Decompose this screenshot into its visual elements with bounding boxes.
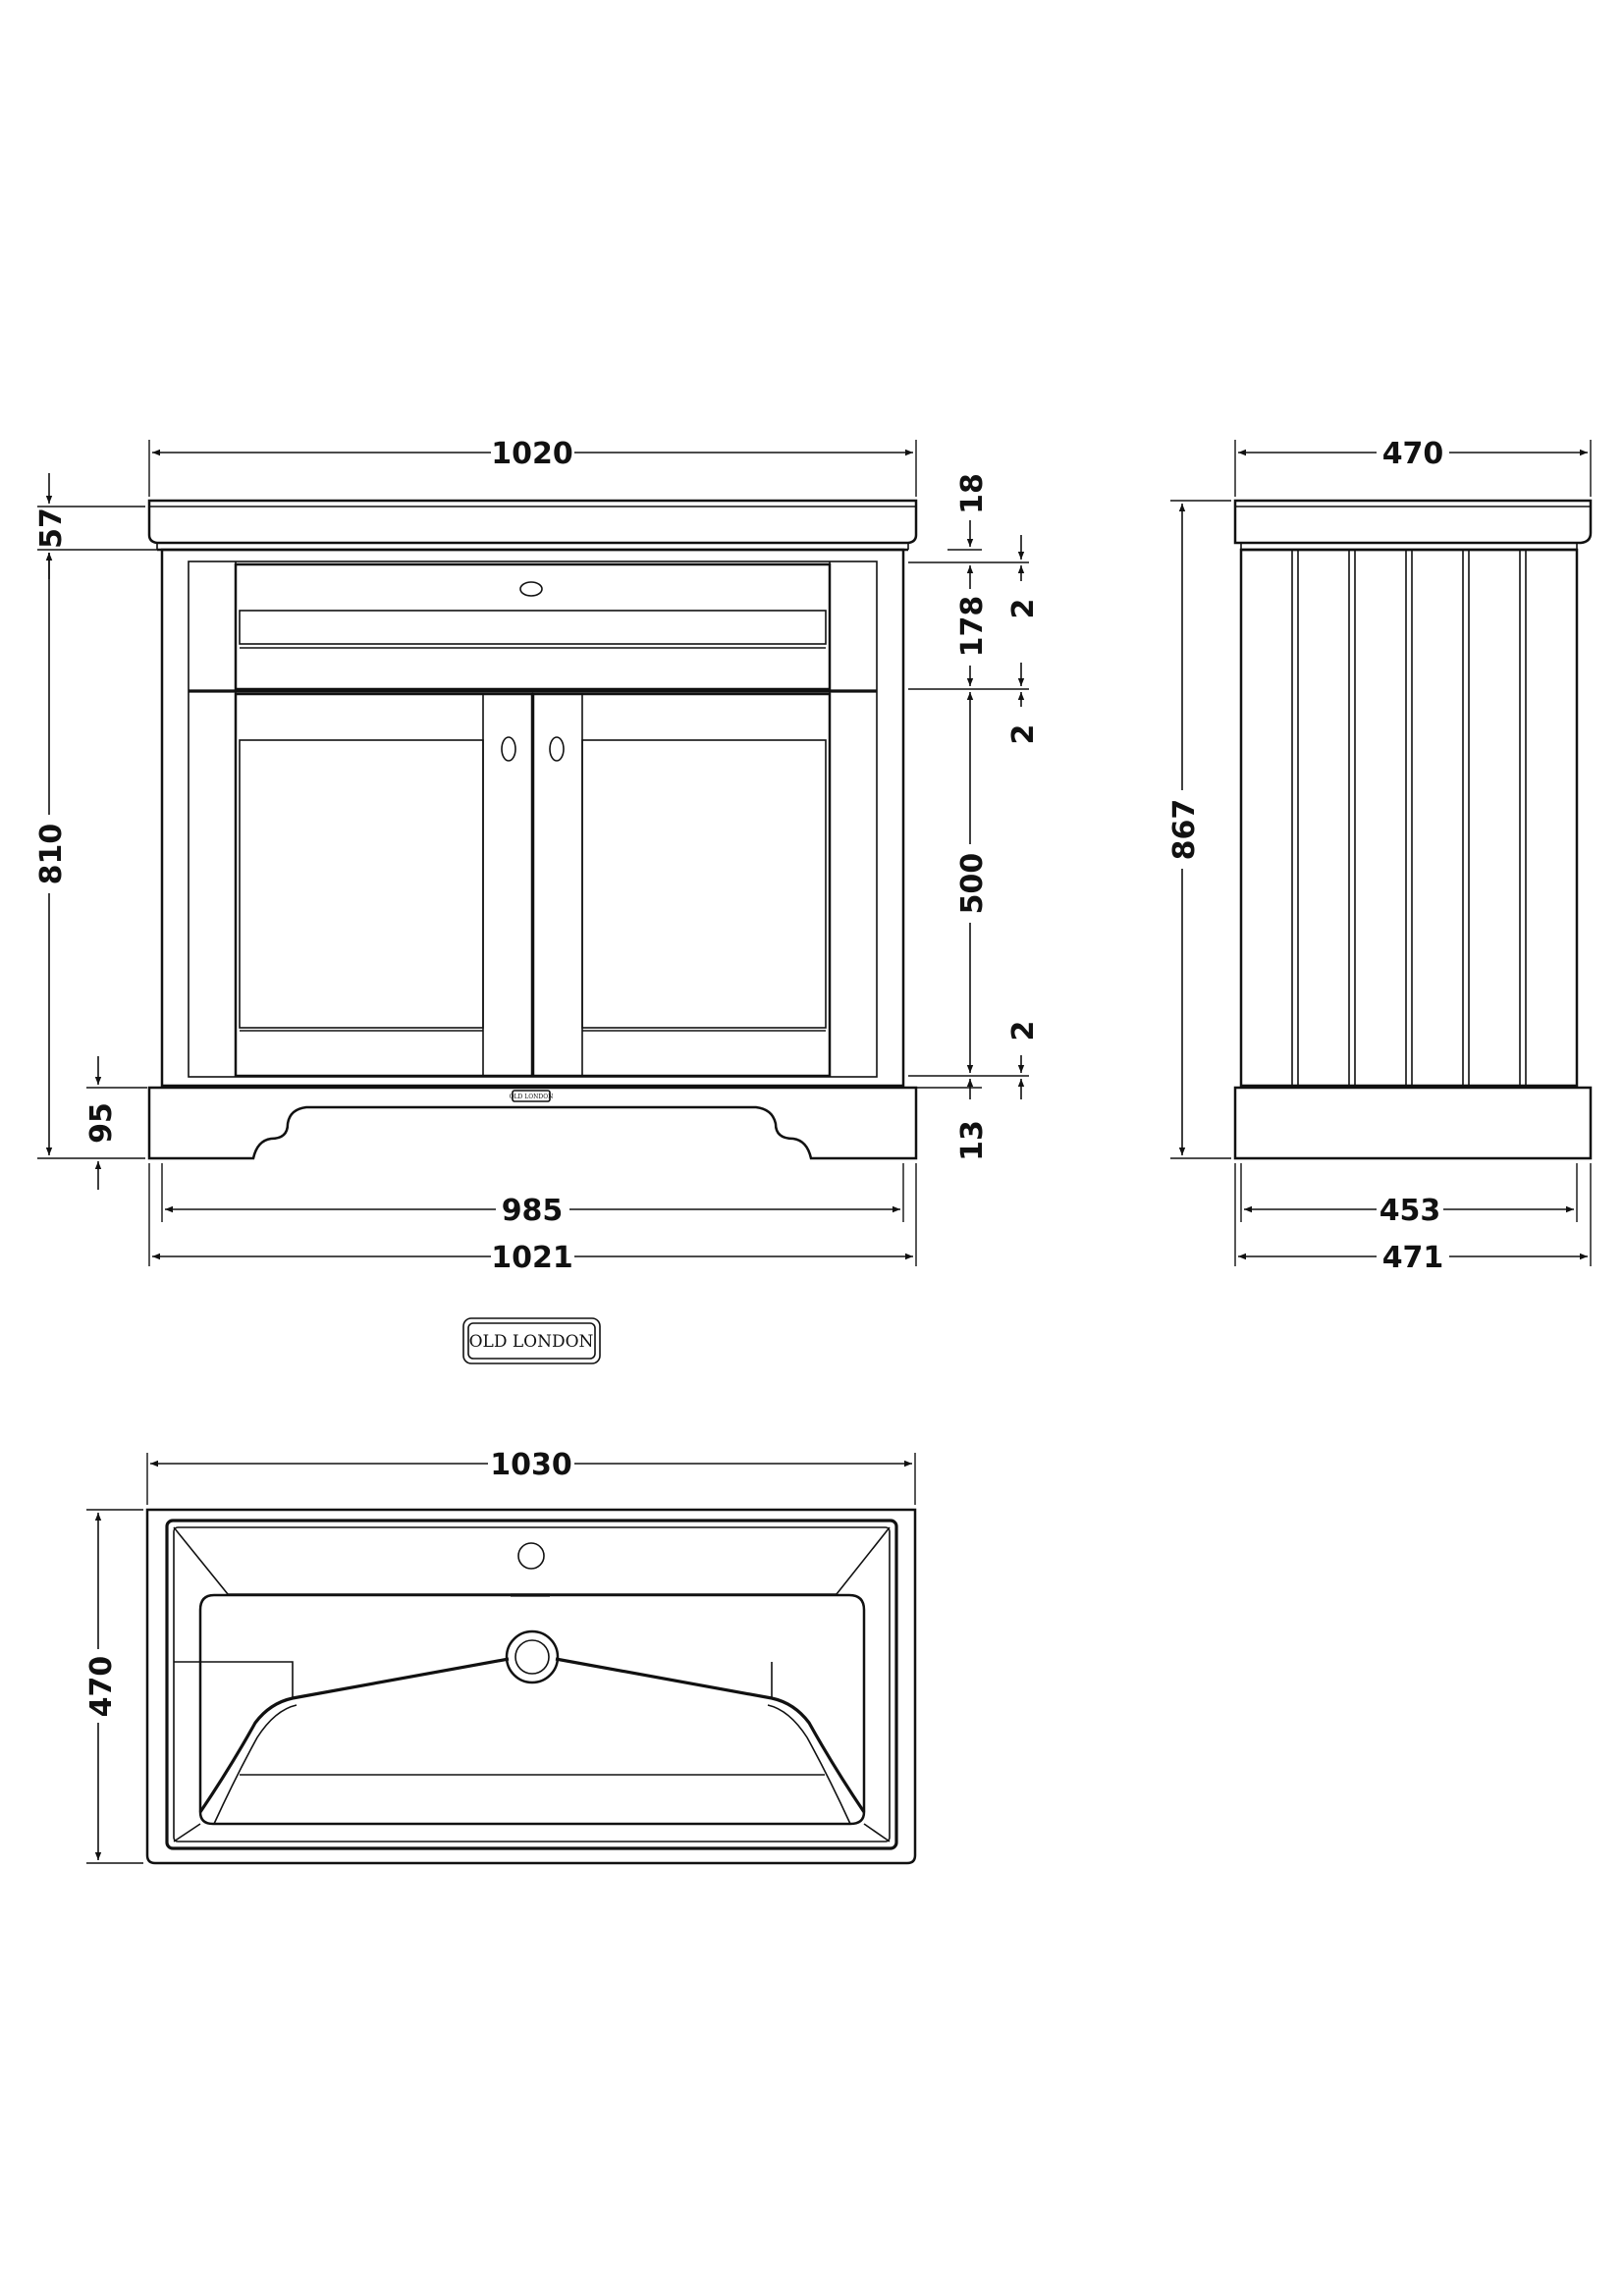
waste-inner-icon [514,1639,550,1675]
front-drawer-rail [239,610,827,645]
front-door-right-panel [581,739,827,1029]
basin-section-line [174,1661,294,1698]
front-door-right [531,692,832,1078]
front-door-left [234,692,534,1078]
dim-front-gap-a: 2 [1006,599,1041,619]
basin-rim [165,1519,898,1850]
basin-rim-inner [173,1526,891,1842]
side-view: 470 867 453 471 [1167,437,1593,1275]
side-basin-top [1233,499,1593,545]
basin-slope-line [555,1657,866,1813]
front-plinth [147,1086,918,1160]
basin-slope-line [213,1704,298,1825]
basin-corner-line [863,1823,891,1842]
dim-front-height-top: 57 [34,507,69,549]
dim-front-door-height: 500 [955,853,990,915]
door-handle-left-icon [501,736,516,762]
dim-side-width-top: 470 [1382,437,1444,471]
basin-bowl [198,1593,866,1826]
side-plinth [1233,1086,1593,1160]
tap-hole-icon [517,1542,545,1570]
front-drawer [234,562,832,691]
old-london-logo: OLD LONDON [462,1317,601,1364]
basin-plan-view: 1030 470 [84,1448,917,1865]
basin-corner-line [836,1526,891,1595]
dim-side-width-inner: 453 [1380,1194,1441,1228]
door-handle-right-icon [549,736,565,762]
front-door-left-panel [239,739,484,1029]
dim-front-top-lip: 18 [955,473,990,514]
dim-front-height-body: 810 [34,824,69,885]
dim-basin-width: 1030 [490,1448,572,1482]
logo-text: OLD LONDON [469,1332,594,1352]
plinth-badge-text: OLD LONDON [510,1094,554,1100]
dim-front-width-top: 1020 [491,437,573,471]
dim-front-width-inner: 985 [502,1194,564,1228]
dim-front-height-plinth: 95 [84,1102,119,1144]
plinth-badge [512,1090,551,1102]
basin-outer [145,1508,917,1865]
dim-basin-depth: 470 [84,1656,119,1718]
waste-outer-icon [505,1629,560,1684]
dim-front-width-base: 1021 [491,1241,573,1275]
logo-inner-frame [467,1322,596,1360]
dim-front-gap-b: 2 [1006,724,1041,745]
logo-outer-frame [462,1317,601,1364]
dim-front-plinth-offset: 13 [955,1120,990,1161]
side-carcass [1239,548,1579,1088]
tap-hole-icon [519,581,543,597]
basin-slope-line [198,1657,510,1813]
dim-front-gap-c: 2 [1006,1021,1041,1041]
basin-slope-line [767,1704,851,1825]
dim-front-drawer-height: 178 [955,596,990,658]
basin-corner-line [173,1823,201,1842]
dim-side-width-base: 471 [1382,1241,1444,1275]
dim-side-height-total: 867 [1167,799,1202,861]
basin-corner-line [173,1526,229,1595]
front-view: OLD LONDON 1020 985 1021 57 810 [34,437,1041,1275]
